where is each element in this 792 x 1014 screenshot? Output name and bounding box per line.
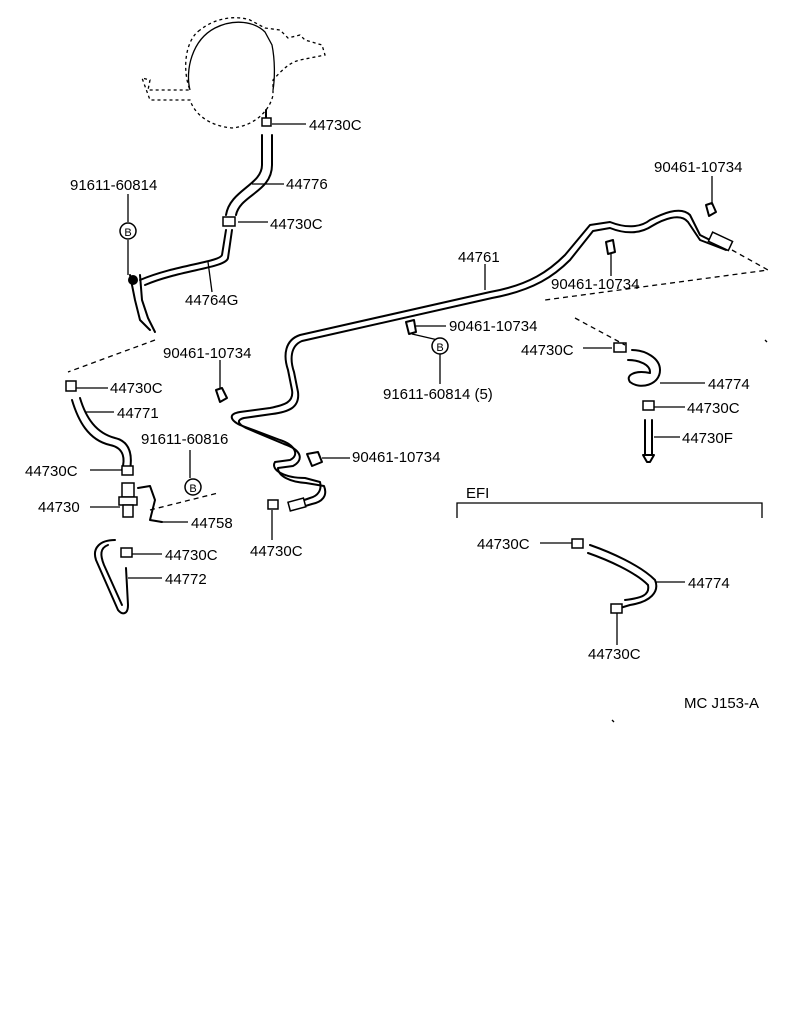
label-90461-10734-c: 90461-10734	[449, 318, 537, 335]
label-44730C-r2: 44730C	[687, 400, 740, 417]
label-44758: 44758	[191, 515, 233, 532]
label-90461-10734-b: 90461-10734	[551, 276, 639, 293]
label-44730F: 44730F	[682, 430, 733, 447]
label-44730C-l1: 44730C	[110, 380, 163, 397]
b-marker-text: B	[436, 342, 443, 354]
clip-90461-mid	[306, 451, 323, 467]
label-44774-efi: 44774	[688, 575, 730, 592]
label-44730C-efi1: 44730C	[477, 536, 530, 553]
label-44730C-top: 44730C	[309, 117, 362, 134]
diagram-code: MC J153-A	[684, 695, 759, 712]
label-90461-10734-left: 90461-10734	[163, 345, 251, 362]
label-91611-60814: 91611-60814	[70, 177, 157, 194]
hose-44771	[65, 380, 134, 476]
hose-44772	[94, 539, 133, 615]
label-44771: 44771	[117, 405, 159, 422]
valve-44730	[118, 482, 163, 523]
hose-44776	[222, 109, 273, 227]
pipe-44761	[230, 209, 734, 512]
label-44764G: 44764G	[185, 292, 238, 309]
leader-lines	[76, 123, 713, 645]
label-44761: 44761	[458, 249, 500, 266]
label-91611-60816: 91611-60816	[141, 431, 228, 448]
label-44730C-l2: 44730C	[25, 463, 78, 480]
label-44730C-2: 44730C	[270, 216, 323, 233]
clip-90461-left	[215, 387, 228, 403]
b-marker-text: B	[189, 483, 196, 495]
union-44764G	[128, 229, 233, 333]
label-44774-a: 44774	[708, 376, 750, 393]
clip-90461-top	[705, 202, 717, 217]
brake-booster	[140, 17, 326, 129]
b-marker-1: B	[119, 222, 137, 240]
hose-44774-right	[613, 342, 661, 463]
efi-section	[456, 502, 763, 614]
clip-44730C-mid	[267, 499, 279, 510]
label-90461-10734-top: 90461-10734	[654, 159, 742, 176]
b-marker-text: B	[124, 227, 131, 239]
label-90461-10734-mid: 90461-10734	[352, 449, 440, 466]
b-marker-2: B	[431, 337, 449, 355]
label-44772: 44772	[165, 571, 207, 588]
efi-title: EFI	[466, 485, 489, 502]
label-44730C-mid: 44730C	[250, 543, 303, 560]
label-44730C-efi2: 44730C	[588, 646, 641, 663]
clip-90461-c	[405, 319, 417, 335]
label-44730C-right: 44730C	[521, 342, 574, 359]
label-44730C-l3: 44730C	[165, 547, 218, 564]
clip-90461-b	[605, 239, 616, 255]
label-91611-60814-5: 91611-60814 (5)	[383, 386, 493, 403]
label-44730: 44730	[38, 499, 80, 516]
label-44776: 44776	[286, 176, 328, 193]
b-marker-3: B	[184, 478, 202, 496]
